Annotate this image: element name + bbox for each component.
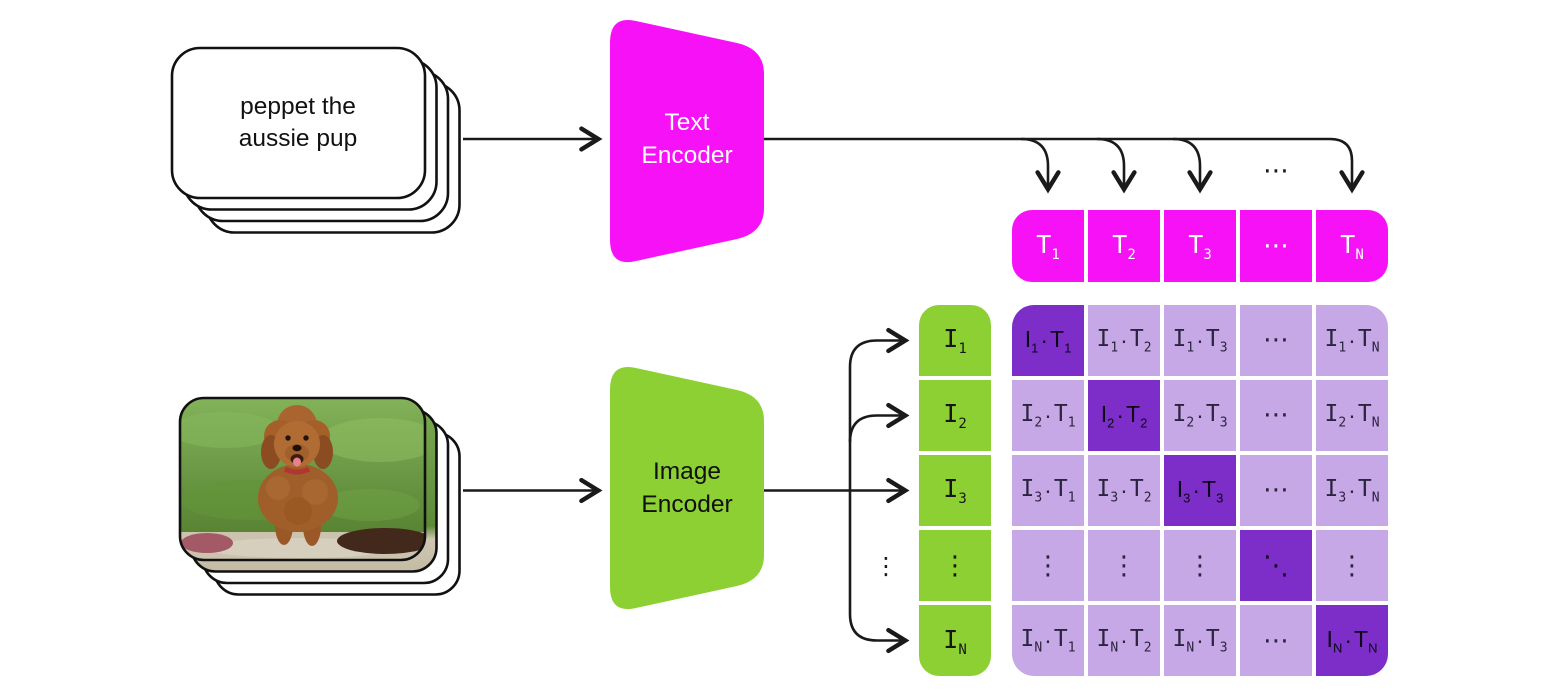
similarity-cell-2-2: I2·T2	[1088, 380, 1160, 451]
text-prompt-line1: peppet the	[240, 93, 356, 120]
t-embedding-4-dots: ⋯	[1240, 210, 1312, 282]
image-encoder-label: Image Encoder	[609, 455, 765, 521]
similarity-cell-5-3: IN·T3	[1164, 605, 1236, 676]
similarity-cell-3-5: I3·TN	[1316, 455, 1388, 526]
similarity-cell-1-2: I1·T2	[1088, 305, 1160, 376]
text-prompt-line2: aussie pup	[238, 125, 358, 152]
similarity-cell-1-5: I1·TN	[1316, 305, 1388, 376]
similarity-cell-2-5: I2·TN	[1316, 380, 1388, 451]
similarity-cell-4-4-dots: ⋱	[1240, 530, 1312, 601]
similarity-cell-1-4-dots: ⋯	[1240, 305, 1312, 376]
image-card-stack	[178, 396, 461, 596]
similarity-cell-5-1: IN·T1	[1012, 605, 1084, 676]
similarity-cell-5-4-dots: ⋯	[1240, 605, 1312, 676]
similarity-cell-4-3-dots: ⋮	[1164, 530, 1236, 601]
text-encoder-label: Text Encoder	[609, 106, 765, 172]
similarity-cell-3-2: I3·T2	[1088, 455, 1160, 526]
t-embedding-1: T1	[1012, 210, 1084, 282]
dog-photo-border	[178, 396, 427, 562]
similarity-cell-1-1: I1·T1	[1012, 305, 1084, 376]
text-arrows-ellipsis: ⋯	[1263, 156, 1289, 186]
image-encoder-label-line1: Image	[652, 458, 722, 485]
similarity-cell-4-2-dots: ⋮	[1088, 530, 1160, 601]
similarity-cell-3-4-dots: ⋯	[1240, 455, 1312, 526]
similarity-cell-2-4-dots: ⋯	[1240, 380, 1312, 451]
i-embedding-3: I3	[919, 455, 991, 526]
i-embedding-1: I1	[919, 305, 991, 376]
i-embedding-2: I2	[919, 380, 991, 451]
image-arrows-ellipsis: ⋮	[874, 552, 898, 580]
text-card-stack	[170, 46, 461, 234]
similarity-cell-3-3: I3·T3	[1164, 455, 1236, 526]
similarity-cell-2-1: I2·T1	[1012, 380, 1084, 451]
dog-photo	[180, 398, 425, 560]
text-flow-arrows	[463, 126, 1365, 194]
text-prompt: peppet the aussie pup	[178, 91, 418, 155]
t-embedding-2: T2	[1088, 210, 1160, 282]
similarity-cell-5-2: IN·T2	[1088, 605, 1160, 676]
similarity-cell-4-1-dots: ⋮	[1012, 530, 1084, 601]
similarity-cell-4-5-dots: ⋮	[1316, 530, 1388, 601]
similarity-cell-3-1: I3·T1	[1012, 455, 1084, 526]
t-embedding-N: TN	[1316, 210, 1388, 282]
t-embedding-3: T3	[1164, 210, 1236, 282]
i-embedding-4-dots: ⋮	[919, 530, 991, 601]
text-encoder-label-line2: Encoder	[641, 142, 733, 169]
similarity-cell-1-3: I1·T3	[1164, 305, 1236, 376]
similarity-cell-5-5: IN·TN	[1316, 605, 1388, 676]
image-encoder-label-line2: Encoder	[641, 491, 733, 518]
image-flow-arrows	[463, 327, 910, 654]
text-encoder-label-line1: Text	[664, 109, 710, 136]
i-embedding-N: IN	[919, 605, 991, 676]
similarity-cell-2-3: I2·T3	[1164, 380, 1236, 451]
